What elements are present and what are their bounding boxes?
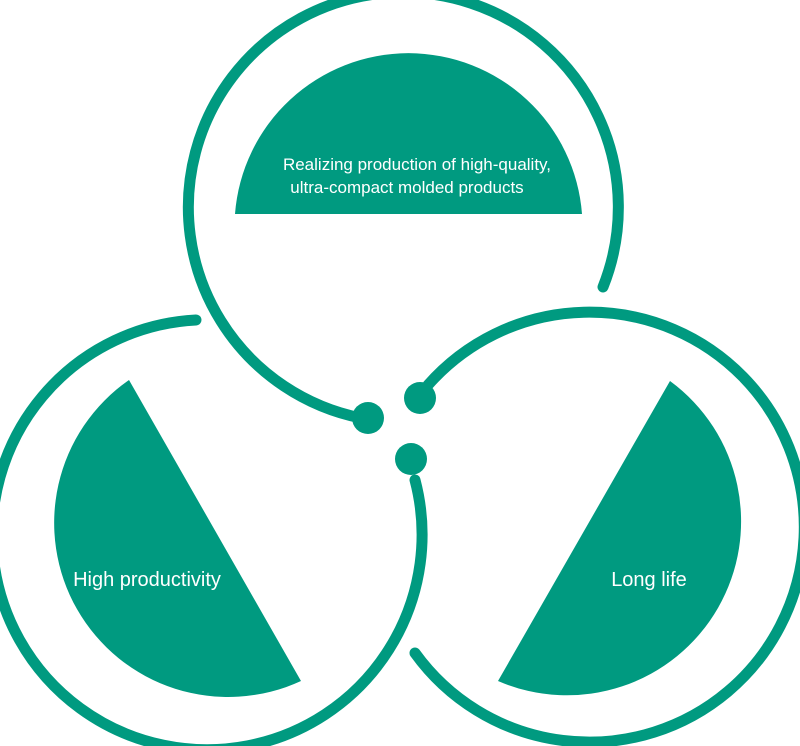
connector-dot-bottom [395, 443, 427, 475]
top-circle: Realizing production of high-quality, ul… [182, 0, 624, 424]
top-label-line1: Realizing production of high-quality, [283, 155, 551, 174]
right-label: Long life [611, 569, 687, 591]
right-circle: Long life [409, 306, 800, 746]
left-label: High productivity [73, 569, 221, 591]
right-segment [498, 381, 742, 696]
right-ring-arc [409, 306, 800, 746]
top-segment [235, 53, 582, 215]
left-circle: High productivity [0, 314, 428, 746]
left-segment [54, 380, 302, 697]
left-ring-arc [0, 314, 428, 746]
top-ring-arc [182, 0, 624, 424]
connector-dot-top-right [404, 382, 436, 414]
connector-dot-top-left [352, 402, 384, 434]
top-label-line2: ultra-compact molded products [290, 178, 523, 197]
